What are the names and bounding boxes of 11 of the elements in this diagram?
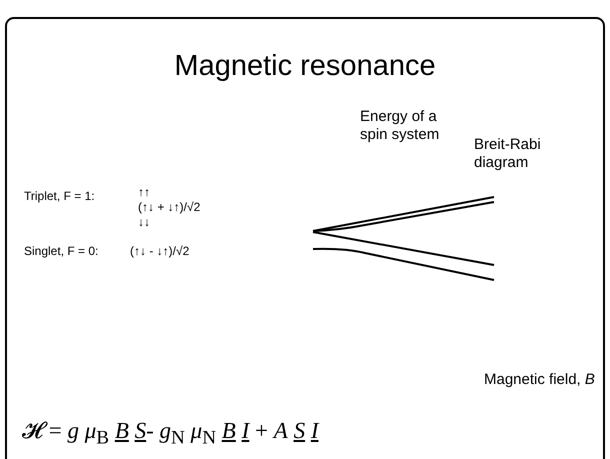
spin-state: ↓↓	[138, 215, 150, 229]
axis-label: Magnetic field, B	[484, 371, 595, 388]
state-label: Singlet, F = 0:	[24, 244, 98, 258]
hamiltonian-equation: 𝓗 = g μ$_{B}$ B S- g$_{N}$ μ$_{N}$ B I + A S I	[22, 418, 318, 450]
diagram-caption: Breit-Rabi diagram	[474, 136, 542, 172]
state-label: Triplet, F = 1:	[24, 189, 95, 203]
spin-state: ↑↑	[138, 185, 150, 199]
spin-state: (↑↓ + ↓↑)/√2	[138, 200, 200, 214]
spin-state: (↑↓ - ↓↑)/√2	[130, 244, 190, 258]
slide-title: Magnetic resonance	[173, 50, 437, 83]
axis-label: Energy of a spin system	[360, 108, 440, 144]
